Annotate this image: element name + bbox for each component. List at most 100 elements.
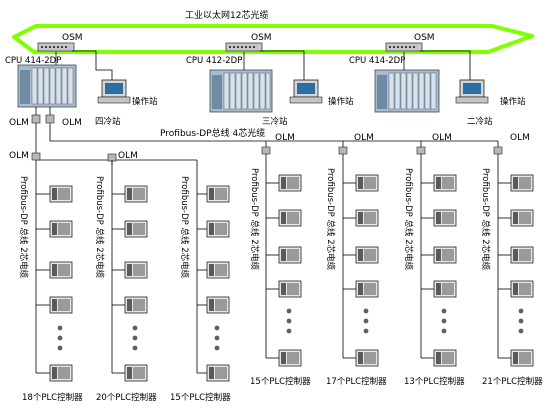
- operator-label: 操作站: [500, 96, 526, 107]
- cable-label: Profibus-DP 总线 2芯电缆: [325, 168, 336, 271]
- operator-label: 操作站: [132, 96, 158, 107]
- plc-count-label: 15个PLC控制器: [170, 392, 231, 403]
- osm-switch-icon: [385, 42, 423, 52]
- backbone-label: 工业以太网12芯光缆: [185, 9, 268, 21]
- cable-label: Profibus-DP 总线 2芯电缆: [403, 168, 414, 271]
- plc-controller-icon: [433, 246, 457, 264]
- workstation-icon: [97, 79, 131, 104]
- plc-controller-icon: [355, 349, 379, 367]
- olm-2: OLM: [45, 114, 82, 128]
- osm-switch-3: OSM: [385, 33, 435, 52]
- olm-module-icon: [31, 152, 41, 161]
- plc-rack-icon: [209, 69, 273, 113]
- plc-controller-icon: [355, 246, 379, 264]
- olm-label: OLM: [118, 151, 138, 161]
- plc-controller-icon: [49, 296, 73, 314]
- plc-branch-3: Profibus-DP 总线 2芯电缆 15个PLC控制器: [170, 160, 231, 403]
- plc-controller-icon: [355, 209, 379, 227]
- ellipsis-dots: [363, 308, 369, 334]
- profibus-bus-lines: [35, 107, 499, 165]
- cable-label: Profibus-DP 总线 2芯电缆: [94, 176, 105, 279]
- plc-controller-icon: [124, 261, 148, 279]
- plc-controller-icon: [510, 280, 534, 298]
- plc-controller-icon: [206, 364, 230, 382]
- ethernet-ring: [12, 24, 534, 54]
- plc-rack-icon: [17, 64, 77, 108]
- olm-module-icon: [261, 146, 271, 155]
- plc-controller-icon: [49, 261, 73, 279]
- olm-label: OLM: [354, 133, 374, 143]
- olm-4: OLM: [107, 151, 138, 162]
- station-2: CPU 412-2DP 操作站 三冷站: [186, 56, 354, 127]
- cable-label: Profibus-DP 总线 2芯电缆: [249, 168, 260, 271]
- ellipsis-dots: [286, 308, 292, 334]
- cpu-label: CPU 412-2DP: [186, 56, 242, 66]
- plc-controller-icon: [510, 349, 534, 367]
- olm-label: OLM: [62, 118, 82, 128]
- plc-controller-icon: [510, 246, 534, 264]
- plc-count-label: 18个PLC控制器: [22, 392, 83, 403]
- osm-switch-icon: [225, 42, 263, 52]
- plc-controller-icon: [433, 349, 457, 367]
- olm-module-icon: [493, 146, 503, 155]
- plc-rack-icon: [374, 69, 440, 113]
- olm-module-icon: [416, 146, 426, 155]
- plc-branch-5: Profibus-DP 总线 2芯电缆 17个PLC控制器: [325, 154, 387, 387]
- plc-controller-icon: [278, 349, 302, 367]
- osm-label: OSM: [251, 33, 272, 43]
- plc-controller-icon: [206, 220, 230, 238]
- plc-branches: Profibus-DP 总线 2芯电缆 18个PLC控制器 Profibus-DP …: [18, 154, 543, 403]
- plc-controller-icon: [510, 209, 534, 227]
- plc-controller-icon: [355, 174, 379, 192]
- station-name: 二冷站: [467, 116, 493, 127]
- ellipsis-dots: [518, 308, 524, 334]
- plc-count-label: 13个PLC控制器: [404, 376, 465, 387]
- olm-3: OLM: [9, 151, 41, 161]
- olm-label: OLM: [9, 118, 29, 128]
- plc-controller-icon: [278, 280, 302, 298]
- ellipsis-dots: [214, 325, 220, 351]
- plc-controller-icon: [49, 364, 73, 382]
- olm-7: OLM: [416, 133, 452, 155]
- workstation-icon: [455, 79, 489, 104]
- plc-count-label: 15个PLC控制器: [250, 376, 311, 387]
- plc-controller-icon: [49, 220, 73, 238]
- ellipsis-dots: [441, 308, 447, 334]
- plc-controller-icon: [206, 185, 230, 203]
- osm-label: OSM: [414, 33, 435, 43]
- plc-controller-icon: [278, 246, 302, 264]
- plc-controller-icon: [124, 185, 148, 203]
- osm-label: OSM: [62, 33, 83, 43]
- cable-label: Profibus-DP 总线 2芯电缆: [18, 176, 29, 279]
- plc-controller-icon: [49, 185, 73, 203]
- olm-label: OLM: [432, 133, 452, 143]
- olm-6: OLM: [338, 133, 374, 155]
- olm-module-icon: [107, 153, 117, 162]
- plc-count-label: 17个PLC控制器: [326, 376, 387, 387]
- olm-5: OLM: [261, 133, 295, 155]
- station-3: CPU 414-2DP 操作站 二冷站: [349, 56, 526, 127]
- plc-controller-icon: [206, 296, 230, 314]
- cable-label: Profibus-DP 总线 2芯电缆: [179, 176, 190, 279]
- operator-label: 操作站: [328, 96, 354, 107]
- cpu-label: CPU 414-2DP: [5, 56, 61, 66]
- plc-controller-icon: [124, 364, 148, 382]
- plc-controller-icon: [206, 261, 230, 279]
- station-name: 三冷站: [262, 116, 288, 127]
- cpu-label: CPU 414-2DP: [349, 56, 405, 66]
- ellipsis-dots: [132, 325, 138, 351]
- plc-controller-icon: [124, 220, 148, 238]
- osm-switch-1: OSM: [37, 33, 83, 52]
- plc-controller-icon: [278, 209, 302, 227]
- olm-module-icon: [45, 114, 55, 124]
- olm-1: OLM: [9, 114, 41, 128]
- workstation-icon: [289, 79, 323, 104]
- plc-count-label: 21个PLC控制器: [482, 376, 543, 387]
- osm-switch-2: OSM: [225, 33, 272, 52]
- plc-branch-6: Profibus-DP 总线 2芯电缆 13个PLC控制器: [403, 154, 465, 387]
- plc-controller-icon: [278, 174, 302, 192]
- osm-switch-icon: [37, 42, 75, 52]
- olm-8: OLM: [493, 133, 530, 155]
